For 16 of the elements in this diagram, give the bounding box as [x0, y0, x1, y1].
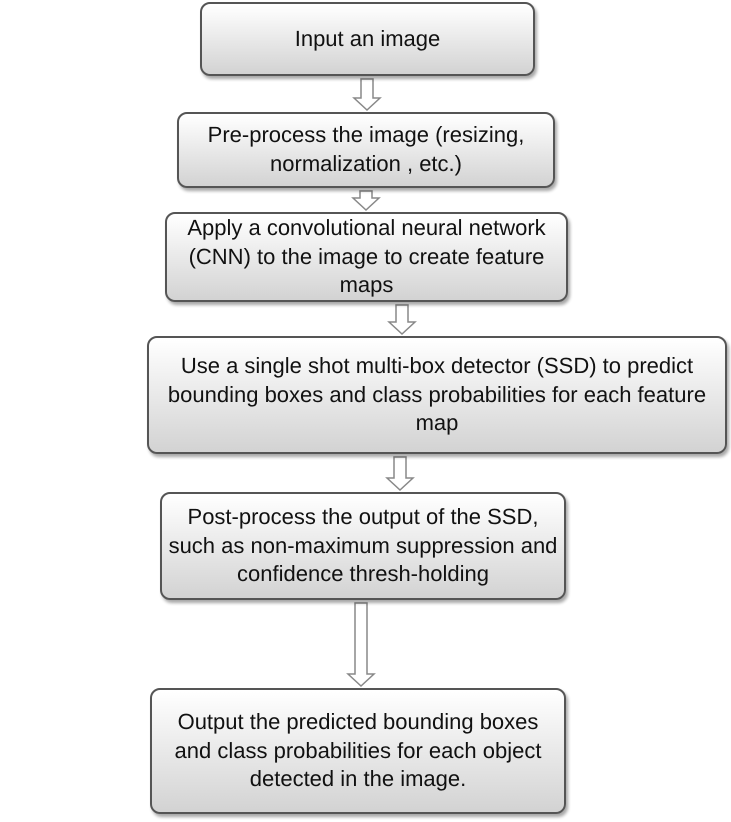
- process-box: [200, 2, 535, 76]
- step-text: Post-process the output of the SSD, such as non-maximum suppression and confidence thresh-holding: [168, 503, 558, 588]
- hollow-arrow: [352, 78, 382, 112]
- step-text: Output the predicted bounding boxes and class probabilities for each object detected in the image.: [174, 708, 542, 794]
- step-text: Apply a convolutional neural network (CNN) to the image to create feature maps: [186, 214, 547, 300]
- process-box: [177, 112, 555, 188]
- step-text: Use a single shot multi-box detector (SSD) to predict bounding boxes and class probabilities for each feature map: [166, 352, 708, 438]
- hollow-arrow: [385, 456, 415, 492]
- hollow-arrow: [351, 190, 381, 212]
- process-box: [147, 336, 727, 454]
- hollow-arrow: [346, 602, 376, 688]
- hollow-arrow: [387, 304, 417, 336]
- step-text: Input an image: [294, 24, 442, 53]
- process-box: [160, 492, 566, 600]
- process-box: [150, 688, 566, 814]
- step-text: Pre-process the image (resizing, normalization , etc.): [206, 121, 526, 178]
